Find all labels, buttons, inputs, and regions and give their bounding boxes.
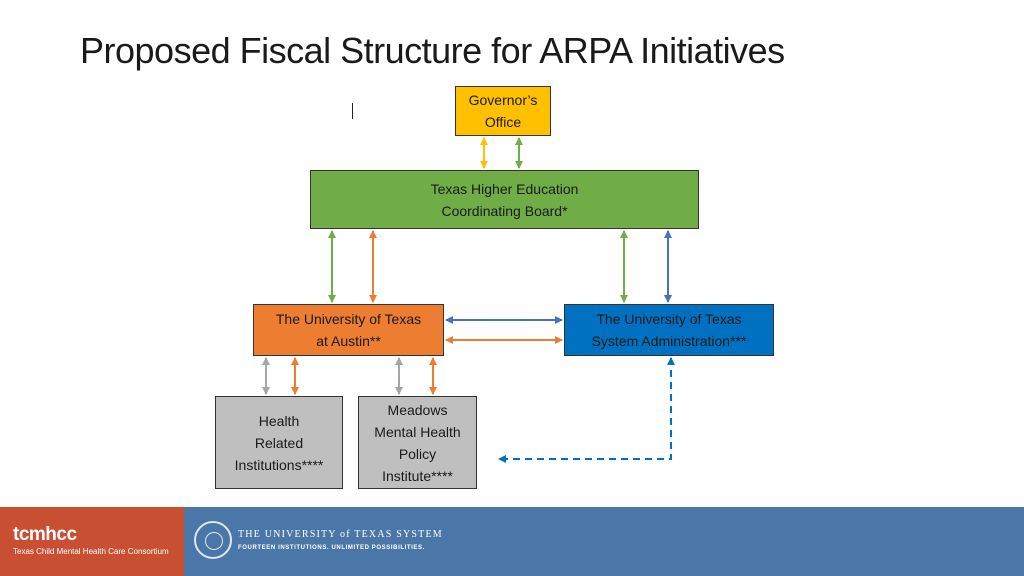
node-thecb: Texas Higher Education Coordinating Boar… — [310, 170, 699, 229]
node-ut-system-admin: The University of Texas System Administr… — [564, 304, 774, 356]
page-title: Proposed Fiscal Structure for ARPA Initi… — [80, 30, 785, 71]
connector-arrows — [262, 137, 675, 463]
ut-system-tagline: FOURTEEN INSTITUTIONS. UNLIMITED POSSIBI… — [238, 545, 425, 551]
node-governors-office: Governor’s Office — [455, 86, 551, 136]
tcmhcc-tagline: Texas Child Mental Health Care Consortiu… — [13, 547, 169, 556]
node-health-related-institutions: Health Related Institutions**** — [215, 396, 343, 489]
node-ut-austin: The University of Texas at Austin** — [253, 304, 444, 356]
footer-brand-panel: tcmhcc Texas Child Mental Health Care Co… — [0, 507, 184, 576]
node-meadows-institute: Meadows Mental Health Policy Institute**… — [358, 396, 477, 489]
tcmhcc-logo: tcmhcc — [13, 524, 77, 545]
footer-bar: tcmhcc Texas Child Mental Health Care Co… — [0, 507, 1024, 576]
ut-system-logo: THE UNIVERSITY of TEXAS SYSTEM — [238, 529, 443, 540]
ut-system-seal-icon — [194, 521, 232, 559]
arrow-utsystem-meadows-dashed — [498, 357, 675, 463]
text-cursor — [352, 103, 353, 119]
